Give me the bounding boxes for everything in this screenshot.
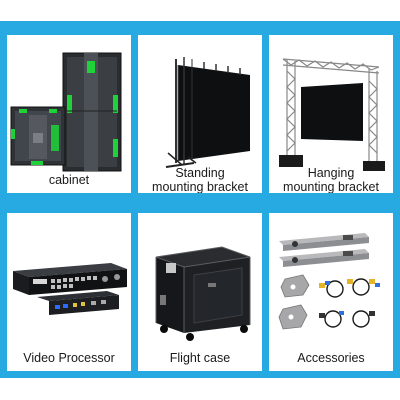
product-card-accessories[interactable]: Accessories	[269, 213, 393, 371]
product-label: Hanging mounting bracket	[283, 166, 379, 193]
cabinet-image	[10, 52, 122, 172]
product-card-hanging-bracket[interactable]: Hanging mounting bracket	[269, 35, 393, 193]
standing-bracket-image	[165, 57, 250, 168]
flight-case-image	[155, 246, 251, 341]
product-label: Video Processor	[23, 351, 115, 365]
product-label: Accessories	[297, 351, 365, 365]
product-card-standing-bracket[interactable]: Standing mounting bracket	[138, 35, 262, 193]
product-label: Standing mounting bracket	[152, 166, 248, 193]
product-card-video-processor[interactable]: Video Processor	[7, 213, 131, 371]
accessories-image	[278, 233, 380, 330]
product-card-cabinet[interactable]: cabinet	[7, 35, 131, 193]
hanging-bracket-image	[279, 58, 385, 171]
product-label: Flight case	[169, 351, 231, 365]
product-label: cabinet	[48, 173, 90, 187]
video-processor-image	[13, 263, 127, 315]
product-card-flight-case[interactable]: Flight case	[138, 213, 262, 371]
product-grid: cabinet Standing mounting bracket	[0, 21, 400, 378]
